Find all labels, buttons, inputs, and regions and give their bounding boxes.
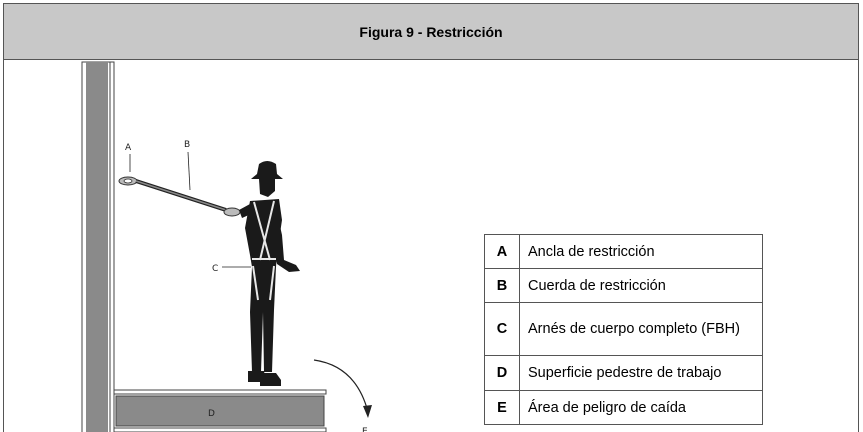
figure-frame: Figura 9 - Restricción bbox=[3, 3, 859, 432]
legend-key: A bbox=[484, 234, 520, 269]
walking-surface bbox=[113, 389, 327, 432]
legend-row: E Área de peligro de caída bbox=[484, 390, 763, 425]
figure-header: Figura 9 - Restricción bbox=[4, 4, 858, 60]
legend-key: B bbox=[484, 268, 520, 303]
legend-row: D Superficie pedestre de trabajo bbox=[484, 355, 763, 391]
wall bbox=[81, 61, 115, 432]
legend-key: C bbox=[484, 302, 520, 356]
legend-row: C Arnés de cuerpo completo (FBH) bbox=[484, 302, 763, 356]
legend-text: Área de peligro de caída bbox=[519, 390, 763, 425]
legend-row: A Ancla de restricción bbox=[484, 234, 763, 269]
diagram-label-c: C bbox=[212, 264, 218, 274]
restraint-illustration: A B C D E bbox=[81, 61, 372, 432]
harness bbox=[252, 200, 276, 301]
legend-table: A Ancla de restricción B Cuerda de restr… bbox=[484, 234, 763, 425]
fall-arrow bbox=[313, 359, 372, 418]
legend-key: E bbox=[484, 390, 520, 425]
legend-key: D bbox=[484, 355, 520, 391]
legend-text: Cuerda de restricción bbox=[519, 268, 763, 303]
restraint-anchor bbox=[118, 176, 138, 186]
legend-text: Ancla de restricción bbox=[519, 234, 763, 269]
figure-title: Figura 9 - Restricción bbox=[359, 23, 503, 40]
worker-silhouette bbox=[239, 161, 300, 386]
diagram-label-a: A bbox=[125, 143, 132, 153]
diagram-label-e: E bbox=[362, 427, 368, 432]
legend-text: Arnés de cuerpo completo (FBH) bbox=[519, 302, 763, 356]
legend-row: B Cuerda de restricción bbox=[484, 268, 763, 303]
diagram-label-b: B bbox=[184, 140, 190, 150]
diagram-label-d: D bbox=[208, 409, 215, 419]
legend-text: Superficie pedestre de trabajo bbox=[519, 355, 763, 391]
restraint-lanyard bbox=[135, 179, 241, 217]
